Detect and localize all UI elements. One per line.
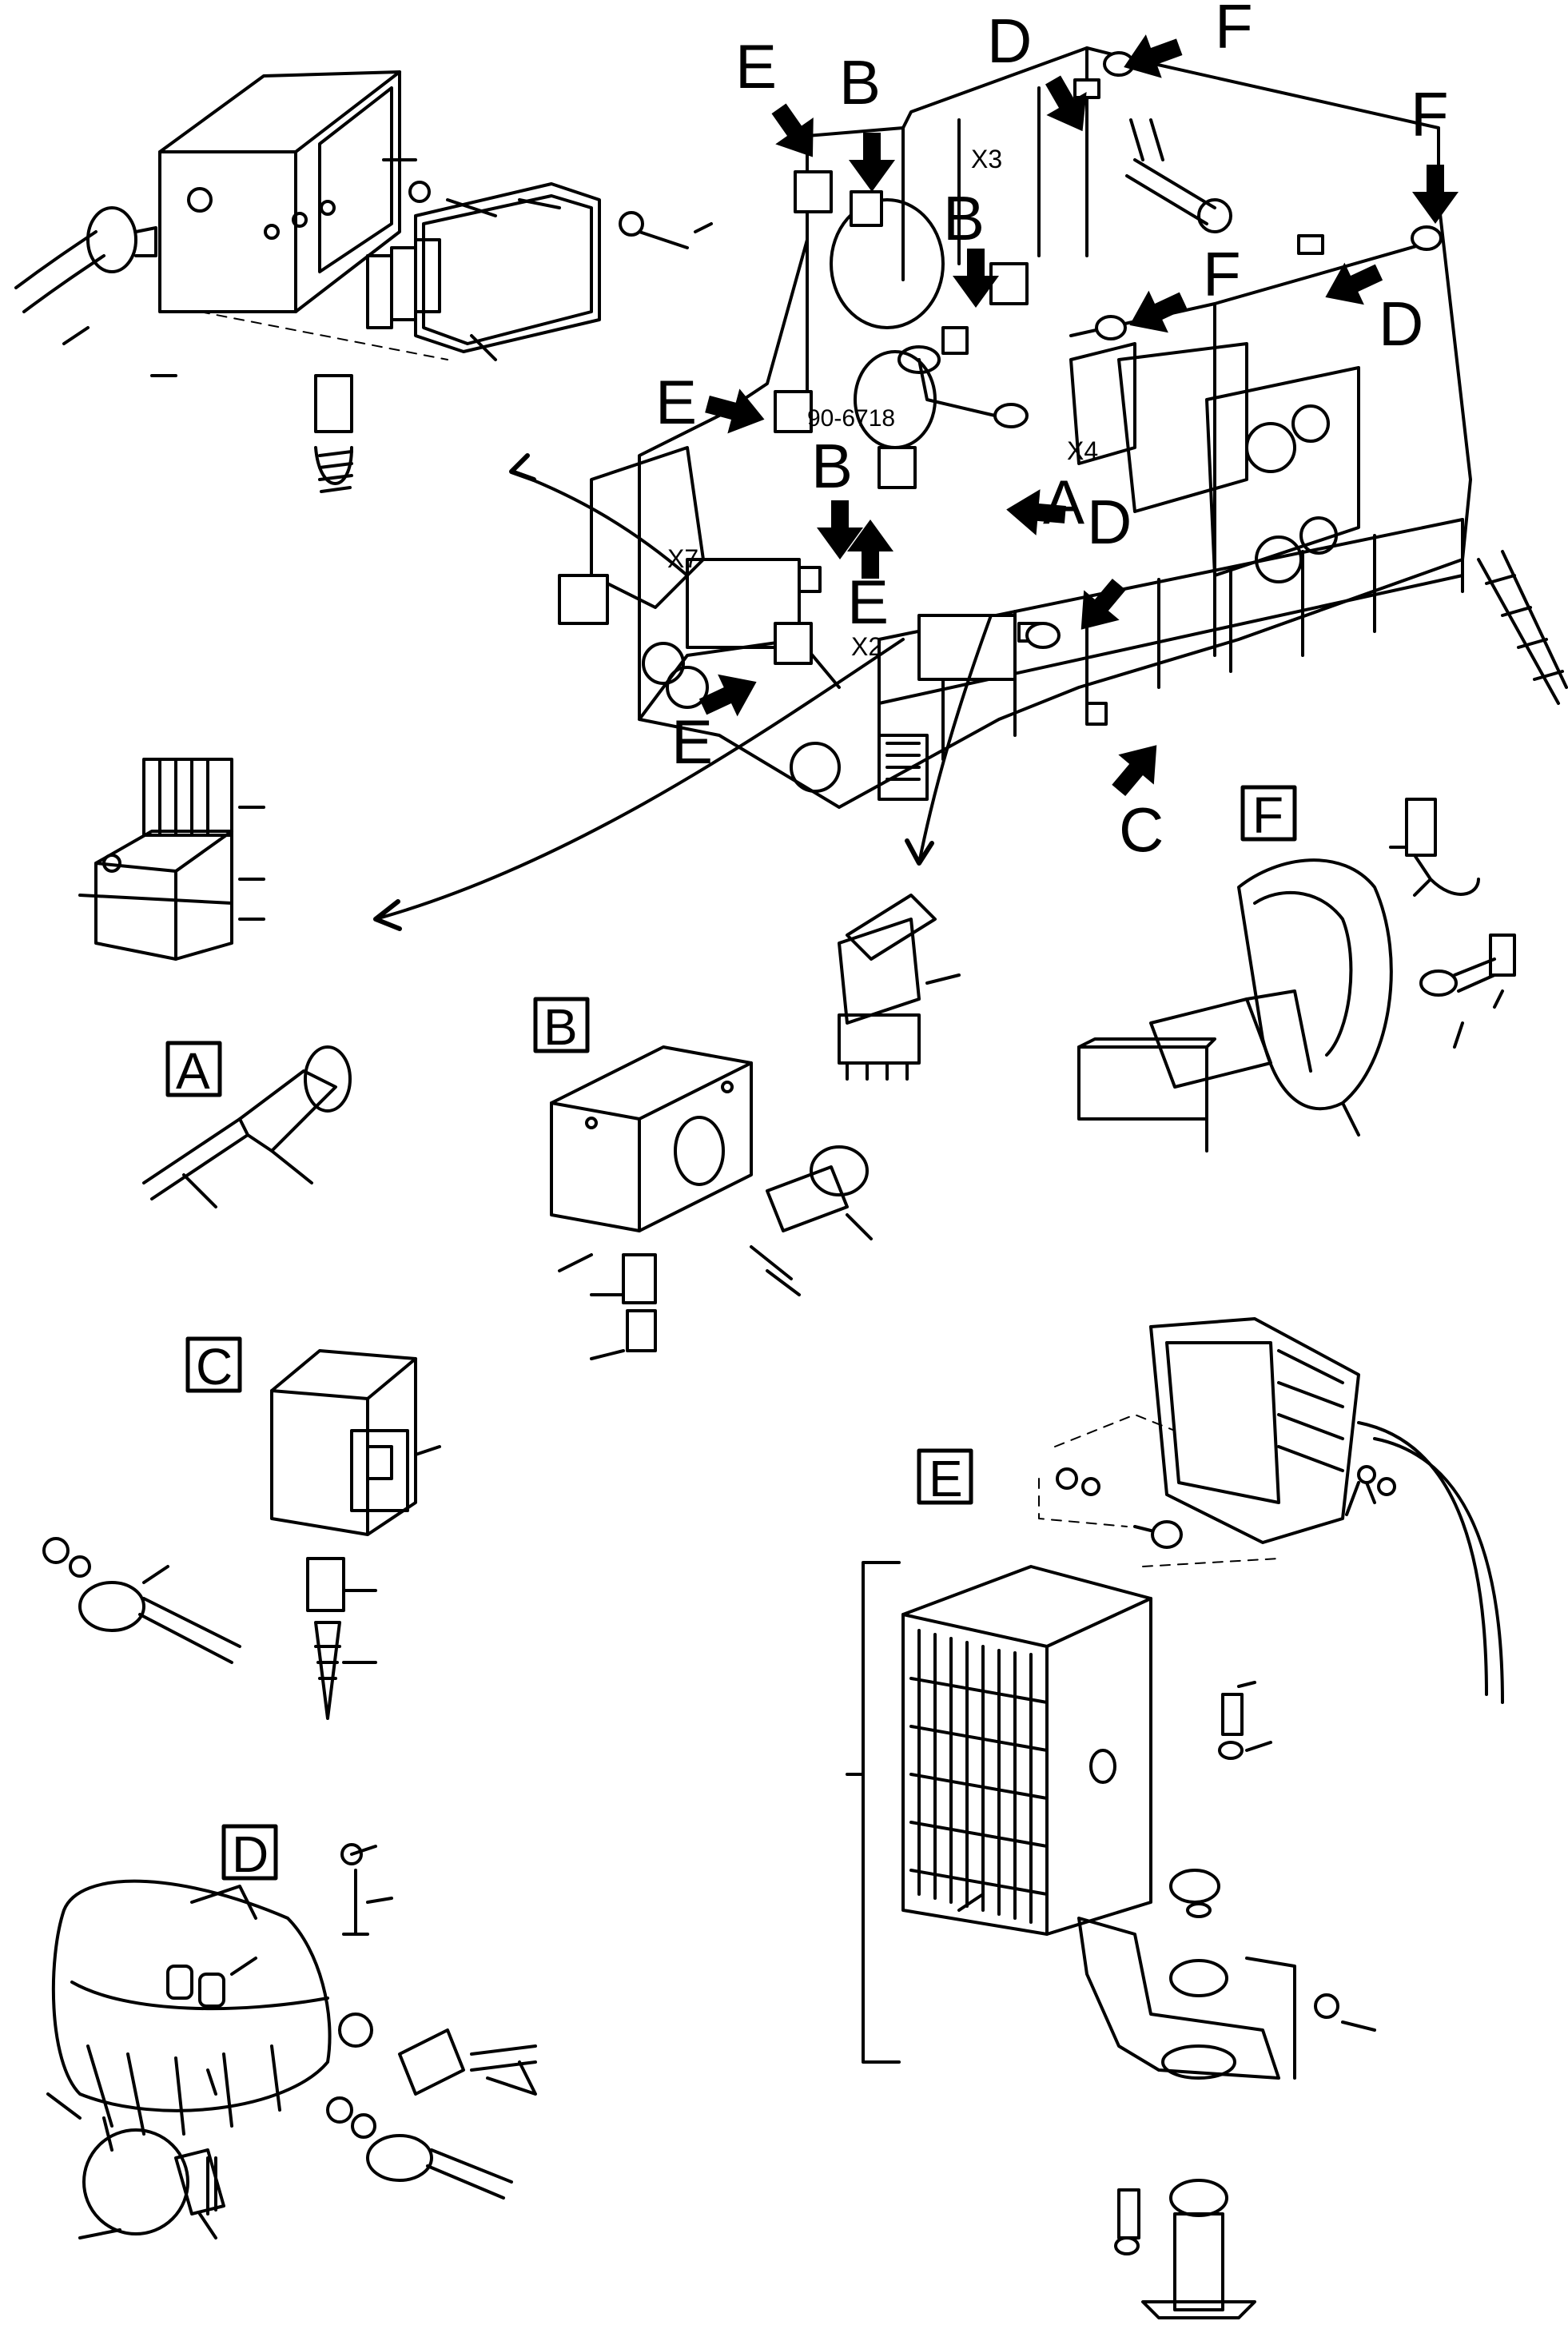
callout-e: E	[655, 367, 697, 437]
detail-c	[42, 1336, 441, 1720]
connector-x2: X2	[851, 632, 882, 661]
detail-box-a: A	[176, 1042, 210, 1100]
callout-b: B	[839, 47, 881, 117]
connector-x3: X3	[971, 145, 1002, 173]
detail-b	[533, 997, 873, 1360]
detail-d	[46, 1824, 537, 2239]
detail-box-b: B	[543, 998, 578, 1056]
callout-d: D	[1087, 487, 1132, 557]
detail-f	[1077, 785, 1516, 1153]
arrow-icon	[1314, 249, 1391, 320]
arrow-icon	[699, 380, 772, 444]
callout-e: E	[847, 567, 889, 637]
detail-e	[846, 1317, 1504, 2319]
machine-components	[558, 51, 1443, 726]
callout-b: B	[811, 431, 853, 501]
detail-box-c: C	[196, 1338, 233, 1395]
connector-labels: X3 X4 X7 X2 90-6718	[667, 145, 1098, 661]
bulb-icon	[82, 2128, 225, 2235]
callout-c: C	[1119, 794, 1164, 865]
connector-x4: X4	[1067, 436, 1098, 465]
callout-b: B	[943, 183, 985, 253]
callout-d: D	[987, 6, 1032, 76]
connector-x7: X7	[667, 544, 698, 573]
arrow-icon	[1061, 567, 1139, 647]
detail-box-labels: A B C D E F	[176, 786, 1283, 1883]
arrow-icon	[758, 94, 834, 173]
callout-d: D	[1379, 289, 1423, 359]
detail-a	[142, 1041, 352, 1208]
callout-e: E	[671, 707, 713, 777]
machine-body	[590, 46, 1568, 809]
detail-box-d: D	[232, 1825, 269, 1883]
callout-a: A	[1043, 467, 1084, 537]
callout-f: F	[1215, 0, 1253, 62]
leader-curves	[373, 453, 993, 931]
junction-box-icon	[14, 70, 713, 493]
callout-labels: E B D F F B F D E B A D E E C	[655, 0, 1449, 865]
detail-box-e: E	[929, 1450, 963, 1507]
callout-f: F	[1203, 239, 1241, 309]
arrow-icon	[1118, 277, 1195, 348]
lamp-icon	[901, 1565, 1152, 1936]
relay-icon	[78, 758, 265, 961]
detail-box-f: F	[1252, 786, 1283, 844]
switch-icon	[838, 894, 961, 1081]
arrow-icon	[847, 131, 897, 193]
arrow-icon	[1411, 163, 1460, 225]
callout-f: F	[1411, 79, 1449, 149]
part-number: 90-6718	[807, 405, 895, 432]
callout-e: E	[735, 31, 777, 102]
